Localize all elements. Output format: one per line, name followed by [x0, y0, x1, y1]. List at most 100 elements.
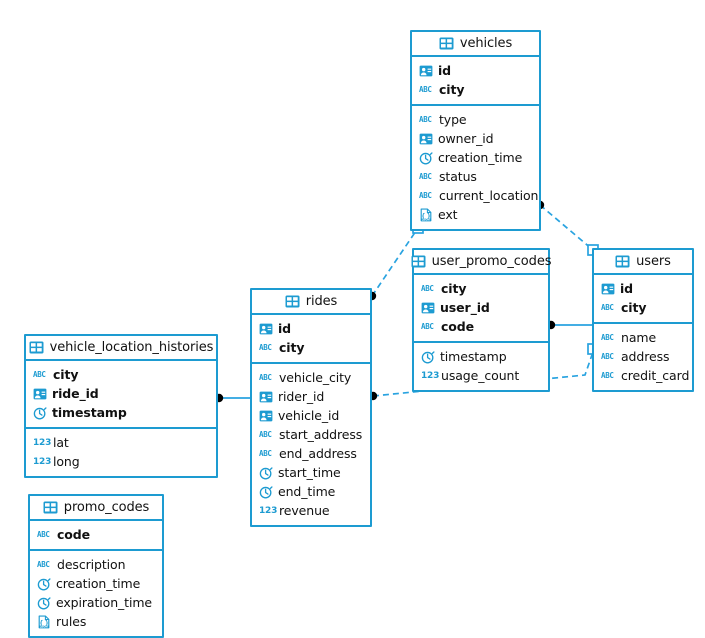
clock-icon [37, 577, 51, 591]
table-header-user_promo_codes[interactable]: user_promo_codes [411, 250, 551, 275]
field-code[interactable]: ABC code [30, 525, 162, 544]
abc-icon: ABC [601, 302, 614, 312]
id-badge-icon [259, 390, 273, 404]
field-creation_time[interactable]: creation_time [412, 148, 539, 167]
field-vehicle_id[interactable]: vehicle_id [252, 406, 370, 425]
123-icon: 123 [33, 456, 52, 467]
field-label: city [621, 300, 647, 315]
field-expiration_time[interactable]: expiration_time [30, 593, 162, 612]
json-icon: JSON [37, 615, 51, 629]
svg-text:JSON: JSON [39, 624, 47, 628]
field-timestamp[interactable]: timestamp [26, 403, 216, 422]
clock-icon [33, 406, 47, 420]
field-city[interactable]: ABC city [412, 80, 539, 99]
field-city[interactable]: ABC city [594, 298, 692, 317]
field-user_id[interactable]: user_id [414, 298, 548, 317]
abc-icon: ABC [419, 84, 432, 94]
field-end_time[interactable]: end_time [252, 482, 370, 501]
field-ext[interactable]: JSON ext [412, 205, 539, 224]
field-label: city [439, 82, 465, 97]
field-id[interactable]: id [252, 319, 370, 338]
table-header-users[interactable]: users [594, 250, 692, 275]
table-header-vehicles[interactable]: vehicles [412, 32, 539, 57]
id-badge-icon [419, 132, 433, 146]
field-id[interactable]: id [412, 61, 539, 80]
table-title: promo_codes [63, 500, 150, 515]
field-rules[interactable]: JSON rules [30, 612, 162, 631]
id-badge-icon [33, 387, 47, 401]
field-timestamp[interactable]: timestamp [414, 347, 548, 366]
field-label: description [57, 557, 126, 572]
table-title: vehicle_location_histories [49, 340, 214, 355]
relationship-line [539, 204, 594, 251]
table-icon [615, 255, 630, 268]
field-label: ext [438, 207, 458, 222]
table-header-vehicle_location_histories[interactable]: vehicle_location_histories [26, 336, 216, 361]
clock-icon [419, 151, 433, 165]
abc-icon: ABC [601, 351, 614, 361]
field-ride_id[interactable]: ride_id [26, 384, 216, 403]
abc-icon: ABC [259, 429, 272, 439]
table-header-rides[interactable]: rides [252, 290, 370, 315]
field-label: end_address [279, 446, 357, 461]
field-label: city [279, 340, 305, 355]
field-creation_time[interactable]: creation_time [30, 574, 162, 593]
abc-icon: ABC [37, 529, 50, 539]
field-label: code [57, 527, 91, 542]
field-label: timestamp [52, 405, 127, 420]
abc-icon: ABC [601, 370, 614, 380]
field-label: current_location [439, 188, 539, 203]
field-label: id [438, 63, 452, 78]
field-label: start_time [278, 465, 341, 480]
123-icon: 123 [259, 505, 278, 516]
field-label: usage_count [441, 368, 520, 383]
table-icon [411, 255, 426, 268]
field-label: creation_time [438, 150, 523, 165]
field-id[interactable]: id [594, 279, 692, 298]
clock-icon [421, 350, 435, 364]
field-label: rules [56, 614, 87, 629]
field-start_time[interactable]: start_time [252, 463, 370, 482]
field-rider_id[interactable]: rider_id [252, 387, 370, 406]
abc-icon: ABC [421, 321, 434, 331]
table-header-promo_codes[interactable]: promo_codes [30, 496, 162, 521]
123-icon: 123 [421, 370, 440, 381]
json-icon: JSON [419, 208, 433, 222]
id-badge-icon [601, 282, 615, 296]
field-owner_id[interactable]: owner_id [412, 129, 539, 148]
table-title: rides [305, 294, 338, 309]
123-icon: 123 [33, 437, 52, 448]
